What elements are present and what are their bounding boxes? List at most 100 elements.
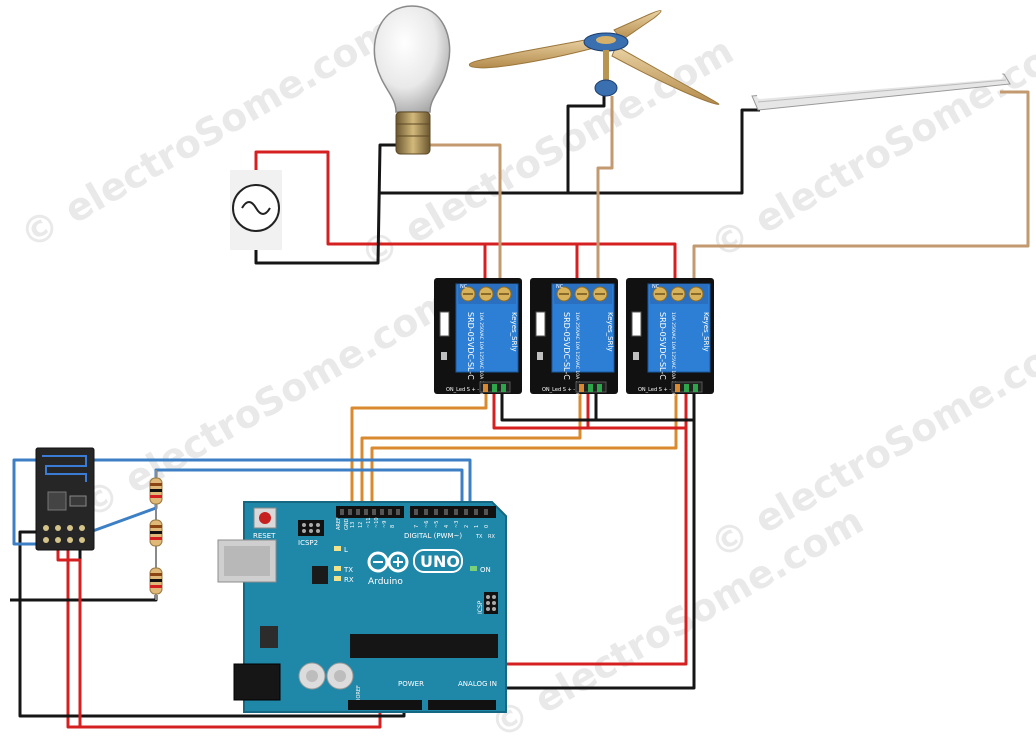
led-l bbox=[334, 546, 341, 551]
esp8266-module bbox=[35, 447, 95, 551]
arduino-logo-icon bbox=[367, 551, 409, 573]
resistor-2 bbox=[149, 519, 163, 547]
esp-header-pins bbox=[43, 525, 85, 543]
relay-pins-label: ON_Led S + - bbox=[446, 387, 479, 393]
digital-header-right bbox=[410, 506, 496, 518]
watermark-5: © electroSome.com bbox=[703, 318, 1036, 568]
header-pin bbox=[364, 509, 368, 515]
sine-wave-icon bbox=[241, 201, 271, 215]
tube-light bbox=[751, 73, 1011, 111]
analog-header bbox=[428, 700, 496, 710]
relay-pin bbox=[588, 384, 593, 392]
header-pin bbox=[434, 509, 438, 515]
relay-brand: Keyes_SRly bbox=[702, 312, 710, 352]
digital-pin-label: 2 bbox=[464, 525, 470, 528]
digital-pin-label: 0 bbox=[484, 525, 490, 528]
relay-model: SRD-05VDC-SL-C bbox=[562, 312, 571, 380]
uno-label: UNO bbox=[420, 552, 460, 571]
relay-nc-label: NC bbox=[460, 284, 468, 290]
icsp2-header bbox=[298, 520, 324, 536]
mains-live-wire bbox=[254, 150, 487, 295]
uno-badge bbox=[413, 549, 463, 573]
led-tx bbox=[334, 566, 341, 571]
relay-pin bbox=[675, 384, 680, 392]
digital-pins bbox=[340, 509, 488, 515]
power-label: POWER bbox=[398, 680, 424, 688]
relay-pin bbox=[492, 384, 497, 392]
watermark-3: © electroSome.com bbox=[703, 18, 1036, 268]
reset-label: RESET bbox=[253, 532, 276, 540]
relay-nc-label: NC bbox=[556, 284, 564, 290]
relay-pins-label: ON_Led S + - bbox=[542, 387, 575, 393]
digital-pin-label: ~10 bbox=[374, 517, 380, 528]
icsp2-label: ICSP2 bbox=[298, 539, 318, 547]
relay-pin bbox=[501, 384, 506, 392]
esp-tx-wire bbox=[12, 458, 472, 546]
header-pin bbox=[372, 509, 376, 515]
relay-rating: 10A 250VAC 10A 125VAC 10A 30VDC bbox=[574, 312, 580, 396]
relay-jumper bbox=[535, 311, 546, 337]
relay-pin bbox=[684, 384, 689, 392]
dc-jack bbox=[233, 663, 281, 701]
signal-wire-1 bbox=[350, 392, 488, 516]
header-pin bbox=[340, 509, 344, 515]
fan-blade-left bbox=[468, 37, 597, 69]
led-on bbox=[470, 566, 477, 571]
arduino-brand: Arduino bbox=[368, 577, 403, 587]
esp-antenna bbox=[42, 455, 87, 482]
relay-pin bbox=[579, 384, 584, 392]
reset-button bbox=[259, 512, 271, 524]
regulator bbox=[260, 626, 278, 648]
digital-pin-label: 7 bbox=[414, 525, 420, 528]
digital-header-left bbox=[336, 506, 404, 518]
power-header bbox=[348, 700, 422, 710]
light-bulb bbox=[373, 5, 451, 155]
gnd-label: GND bbox=[344, 518, 350, 530]
digital-pin-label: ~6 bbox=[424, 521, 430, 528]
bulb-base bbox=[395, 111, 431, 155]
watermark-1: © electroSome.com bbox=[13, 8, 401, 258]
esp-3v3-wire bbox=[56, 545, 82, 727]
header-pin bbox=[414, 509, 418, 515]
relay-model: SRD-05VDC-SL-C bbox=[658, 312, 667, 380]
icsp-header bbox=[484, 592, 498, 614]
relay-brand: Keyes_SRly bbox=[606, 312, 614, 352]
relay-nc-label: NC bbox=[652, 284, 660, 290]
analog-label: ANALOG IN bbox=[458, 680, 497, 688]
header-pin bbox=[474, 509, 478, 515]
relay-pin bbox=[693, 384, 698, 392]
relay-jumper bbox=[439, 311, 450, 337]
aref-label: AREF bbox=[336, 517, 342, 530]
digital-pin-label: 13 bbox=[350, 522, 356, 528]
tube-lamp bbox=[757, 73, 1003, 99]
rx-arrow-label: RX bbox=[488, 534, 495, 540]
digital-label: DIGITAL (PWM~) bbox=[404, 532, 462, 540]
relay-pin bbox=[483, 384, 488, 392]
digital-pin-label: ~9 bbox=[382, 521, 388, 528]
atmega-chip bbox=[350, 634, 498, 658]
watermark-6: © electroSome.com bbox=[483, 498, 871, 742]
digital-pin-label: 12 bbox=[358, 522, 364, 528]
relay-rating: 10A 250VAC 10A 125VAC 10A 30VDC bbox=[478, 312, 484, 396]
led-rx bbox=[334, 576, 341, 581]
mains-neutral-wire bbox=[254, 143, 404, 265]
resistor-3 bbox=[149, 567, 163, 595]
header-pin bbox=[348, 509, 352, 515]
fan-blade-right-top bbox=[613, 10, 662, 41]
fan-blade-right bbox=[611, 45, 720, 105]
fan-canopy bbox=[594, 79, 618, 97]
header-pin bbox=[464, 509, 468, 515]
icsp-label: ICSP bbox=[477, 600, 484, 614]
relay-jumper bbox=[631, 311, 642, 337]
led-on-label: ON bbox=[480, 566, 491, 574]
esp-chip bbox=[47, 491, 67, 511]
header-pin bbox=[454, 509, 458, 515]
relay-led bbox=[441, 352, 447, 360]
header-pin bbox=[396, 509, 400, 515]
small-chip bbox=[312, 566, 328, 584]
